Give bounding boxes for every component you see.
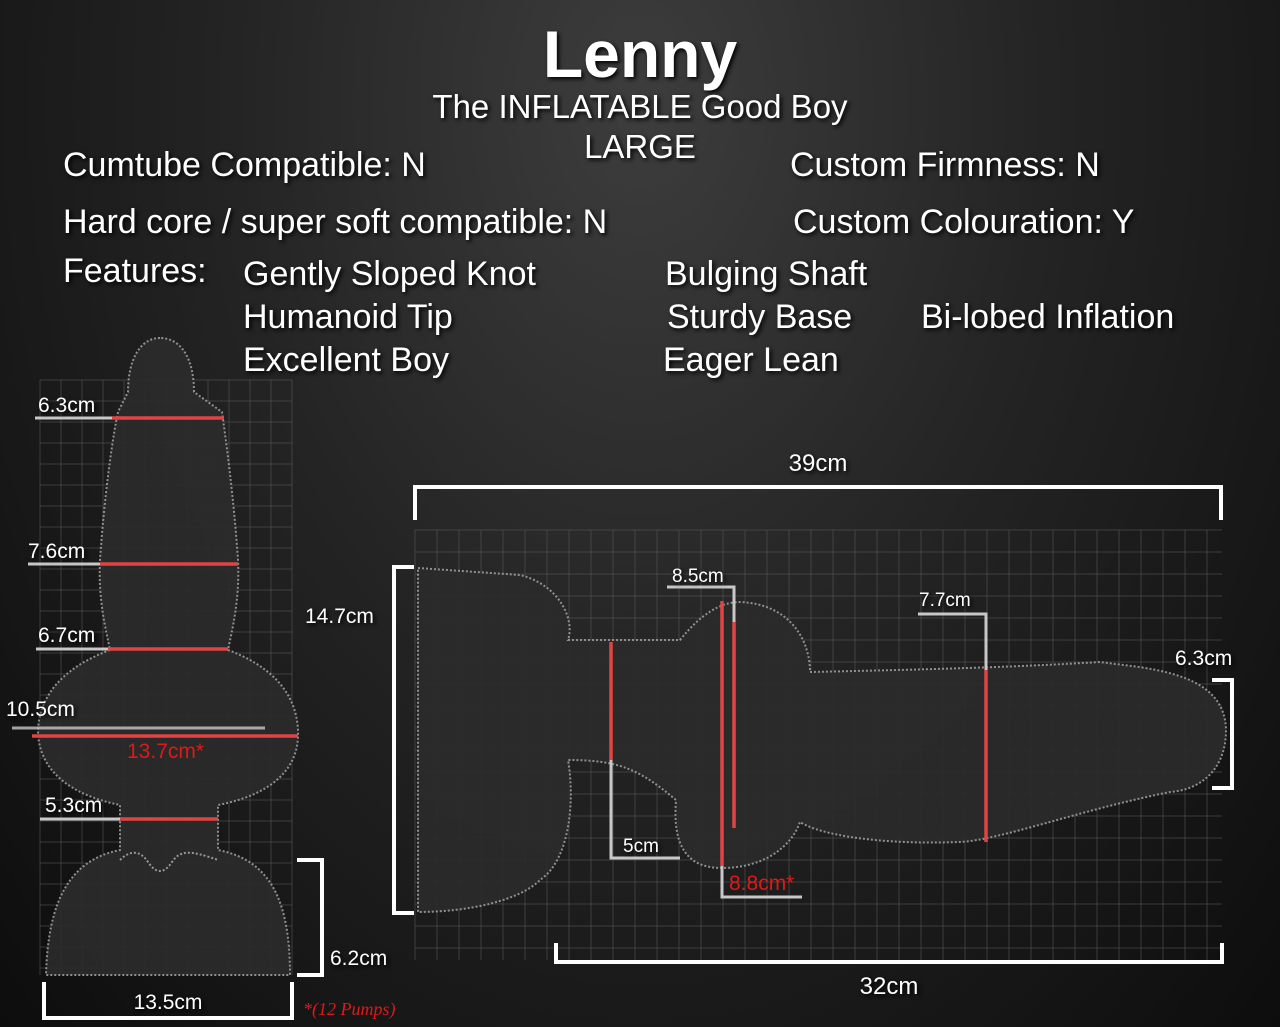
label-lower-shaft-width: 6.7cm [38,624,95,647]
label-knot-inflated: 13.7cm* [127,740,204,763]
label-base-side-height: 14.7cm [305,605,374,628]
page-title: Lenny [543,17,738,91]
label-total-length: 39cm [789,450,848,477]
feature-item: Humanoid Tip [243,298,453,336]
label-knot-side: 8.5cm [672,566,724,587]
features-label: Features: [63,252,207,290]
front-view-measurements [12,416,324,1020]
feature-item: Eager Lean [663,341,839,379]
pumps-note: *(12 Pumps) [303,999,396,1020]
label-neck-side: 5cm [623,836,659,857]
side-view-measurements [392,485,1234,964]
label-base-width: 13.5cm [134,991,203,1014]
spec-hardcore: Hard core / super soft compatible: N [63,203,607,241]
label-tip-width: 6.3cm [38,394,95,417]
subtitle: The INFLATABLE Good Boy [432,88,848,125]
front-view-silhouette [36,336,300,976]
base-notch [119,851,219,872]
label-tip-side: 6.3cm [1175,647,1232,670]
feature-item: Bi-lobed Inflation [921,298,1174,336]
spec-firmness: Custom Firmness: N [790,146,1100,184]
feature-item: Sturdy Base [667,298,852,336]
size-label: LARGE [584,128,696,165]
label-knot-width: 10.5cm [6,698,75,721]
spec-cumtube: Cumtube Compatible: N [63,146,426,184]
feature-item: Excellent Boy [243,341,449,379]
label-base-height: 6.2cm [330,947,387,970]
side-view-silhouette [417,566,1228,914]
label-shaft-width: 7.6cm [28,540,85,563]
label-shaft-side: 7.7cm [919,590,971,611]
spec-colouration: Custom Colouration: Y [793,203,1134,241]
label-knot-side-inflated: 8.8cm* [729,872,794,895]
label-neck-width: 5.3cm [45,794,102,817]
feature-item: Gently Sloped Knot [243,255,537,293]
label-insertable-length: 32cm [860,973,919,1000]
feature-item: Bulging Shaft [665,255,868,293]
